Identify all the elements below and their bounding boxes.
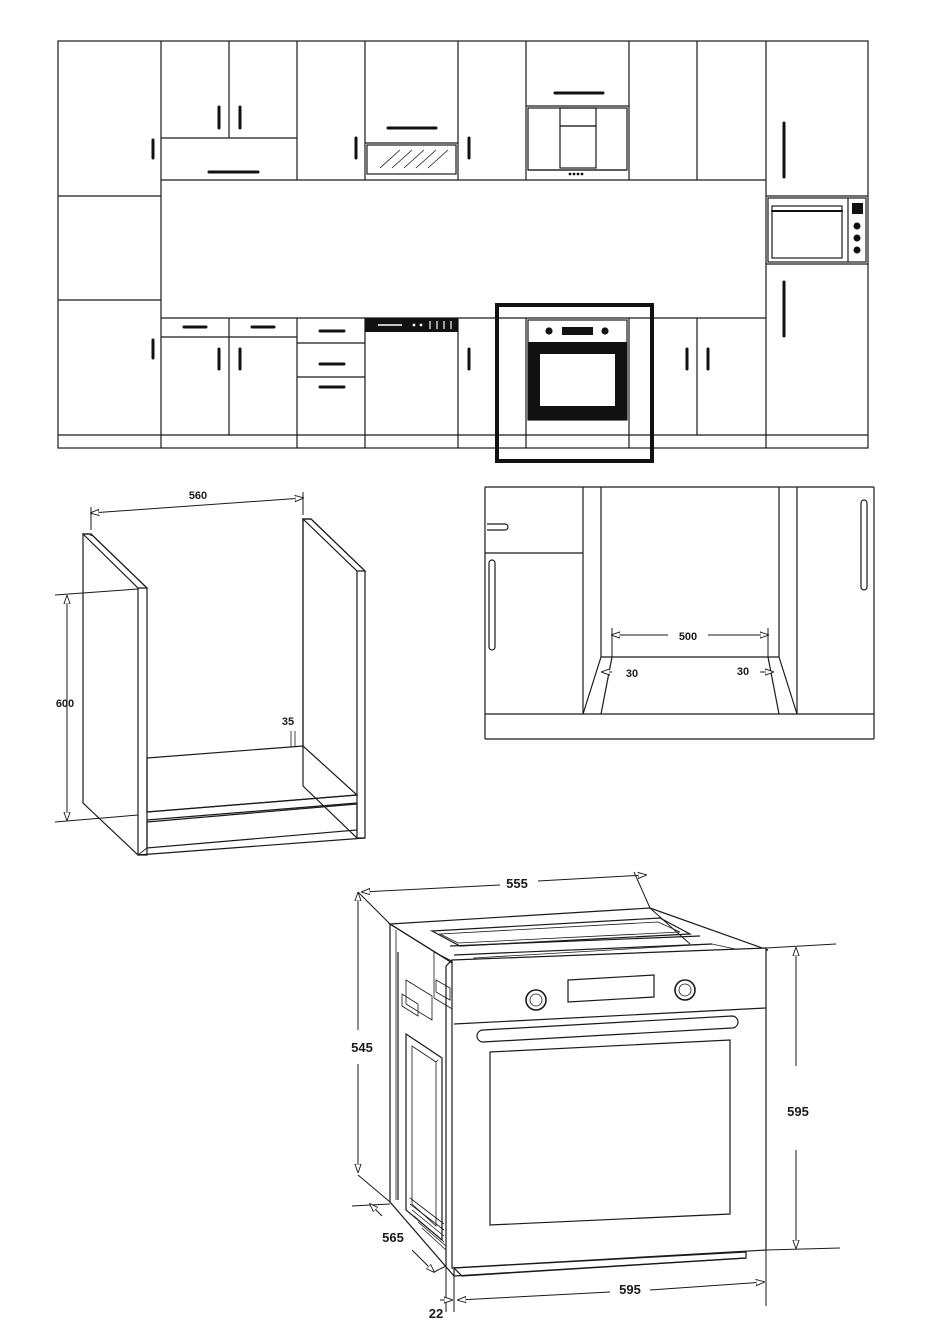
vent-grille [409,1197,447,1251]
door-window [489,1039,731,1226]
cabinet-gap-label: 35 [282,716,294,728]
oven-top-depth-label: 555 [506,876,528,891]
niche-left-margin-label: 30 [626,668,638,680]
display-panel [567,974,655,1003]
niche-right-margin-label: 30 [737,666,749,678]
oven-width-dimension-line-b [649,1282,764,1291]
oven-top-depth-dimension-line-a [362,884,501,892]
highlighted-oven-icon [527,319,628,421]
niche-top-view-icon: 500 30 30 [484,486,875,740]
door-handle [476,1015,739,1043]
niche-width-label: 500 [679,631,697,643]
left-knob-icon [525,989,547,1011]
oven-width-label: 595 [619,1282,641,1297]
oven-body-depth-label: 565 [382,1230,404,1245]
oven-front-height-label: 595 [787,1104,809,1119]
oven-top-depth-dimension-line-b [537,875,646,882]
right-knob-icon [674,979,696,1001]
oven-width-dimension-line-a [458,1291,611,1300]
cabinet-width-label: 560 [189,490,207,502]
oven-side-height-label: 545 [351,1040,373,1055]
kitchen-elevation-icon [57,40,869,463]
cabinet-isometric-icon: 560 600 35 [54,490,367,856]
cabinet-height-label: 600 [56,698,74,710]
oven-door-thickness-label: 22 [429,1306,443,1321]
cabinet-width-dimension-line [91,498,303,513]
oven-body-depth-dimension-line-a [370,1204,383,1217]
built-in-oven-icon: 555 545 595 595 565 22 [351,872,841,1321]
oven-body-depth-dimension-line-b [411,1249,434,1272]
